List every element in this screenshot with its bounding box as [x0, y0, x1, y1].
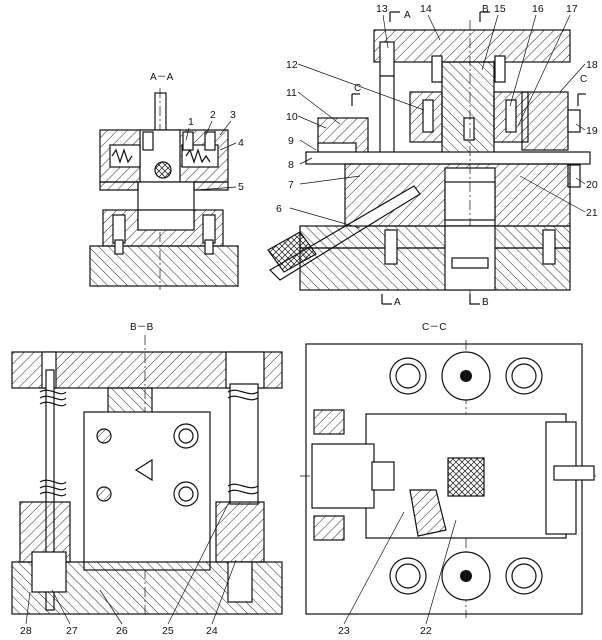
cut-mark-b-top: B — [482, 4, 489, 15]
punch-stem — [154, 92, 167, 136]
part-label-16: 16 — [532, 3, 544, 15]
wedge-rod — [305, 151, 591, 165]
part-label-12: 12 — [286, 59, 298, 71]
lower-die-holder — [299, 225, 571, 249]
part-label-24: 24 — [206, 625, 218, 637]
part-label-19: 19 — [586, 125, 598, 137]
part-label-26: 26 — [116, 625, 128, 637]
part-label-10: 10 — [286, 111, 298, 123]
part-label-17: 17 — [566, 3, 578, 15]
cut-mark-a-top: A — [404, 10, 411, 21]
part-label-28: 28 — [20, 625, 32, 637]
part-label-4: 4 — [238, 137, 244, 149]
part-label-6: 6 — [276, 203, 282, 215]
part-label-22: 22 — [420, 625, 432, 637]
section-cc-title: C－C — [422, 322, 446, 333]
part-label-25: 25 — [162, 625, 174, 637]
part-label-7: 7 — [288, 179, 294, 191]
section-cc-view: C－C 23 22 — [300, 322, 596, 637]
section-aa-title: A－A — [150, 72, 174, 83]
part-label-15: 15 — [494, 3, 506, 15]
punch-holder — [441, 61, 495, 163]
part-label-13: 13 — [376, 3, 388, 15]
part-label-20: 20 — [586, 179, 598, 191]
part-label-1: 1 — [188, 116, 194, 128]
part-label-5: 5 — [238, 181, 244, 193]
section-bb-title: B－B — [130, 322, 154, 333]
part-label-11: 11 — [286, 87, 297, 99]
part-label-8: 8 — [288, 159, 294, 171]
base-plate-aa — [89, 245, 239, 287]
cut-mark-b-bottom: B — [482, 297, 489, 308]
section-bb-view: B－B 28 27 26 25 24 — [11, 322, 283, 637]
right-slider — [521, 91, 569, 151]
cut-mark-c-right: C — [580, 74, 587, 85]
part-label-9: 9 — [288, 135, 294, 147]
main-front-view: A B C C A B 6 7 8 9 10 11 12 13 14 15 16… — [267, 3, 598, 308]
cut-mark-a-bottom: A — [394, 297, 401, 308]
part-label-21: 21 — [586, 207, 598, 219]
cut-mark-c-left: C — [354, 83, 361, 94]
part-label-18: 18 — [586, 59, 598, 71]
upper-die-plate — [373, 29, 571, 63]
part-label-3: 3 — [230, 109, 236, 121]
section-aa-view: A－A 1 2 3 4 5 — [89, 72, 244, 290]
part-label-23: 23 — [338, 625, 350, 637]
part-label-27: 27 — [66, 625, 78, 637]
base-plate-main — [299, 247, 571, 291]
part-label-14: 14 — [420, 3, 432, 15]
part-label-2: 2 — [210, 109, 216, 121]
